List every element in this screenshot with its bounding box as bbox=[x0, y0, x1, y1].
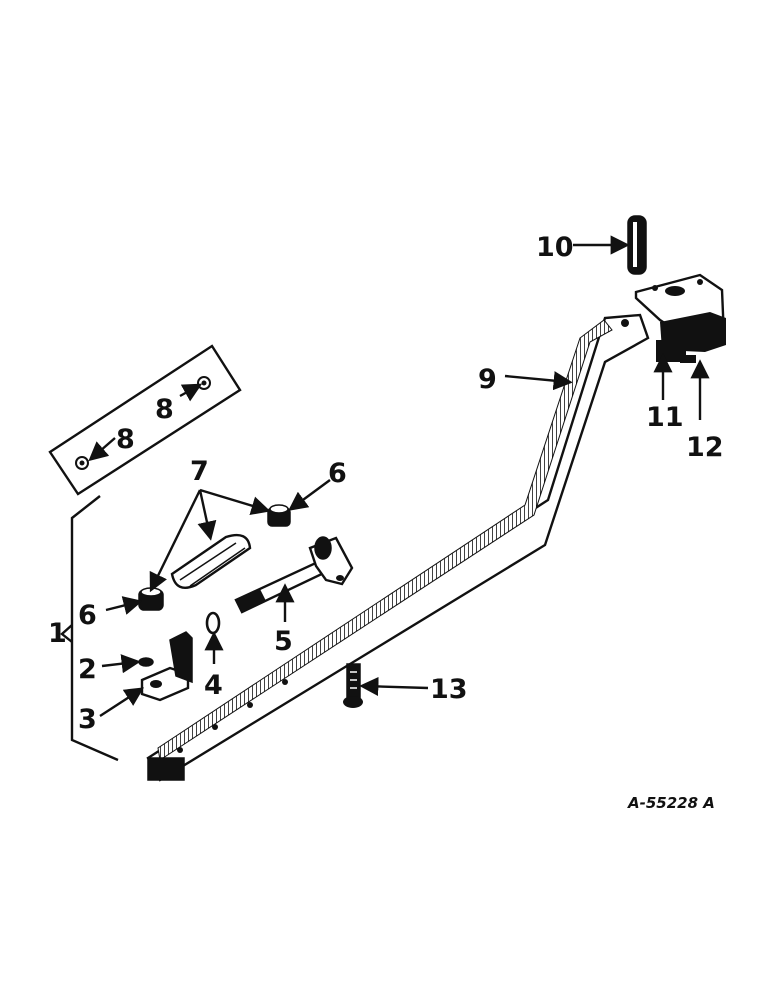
callout-8-lower: 8 bbox=[116, 424, 135, 455]
pin bbox=[627, 215, 647, 275]
callout-7: 7 bbox=[190, 456, 209, 487]
callout-6-lower: 6 bbox=[78, 600, 97, 631]
lever-shaft bbox=[234, 536, 354, 614]
nut-kit-box bbox=[48, 344, 242, 496]
callout-13: 13 bbox=[430, 674, 468, 705]
knob-upper bbox=[267, 504, 291, 527]
callout-1: 1 bbox=[48, 618, 67, 649]
bolt bbox=[343, 663, 363, 708]
callout-10: 10 bbox=[536, 232, 574, 263]
knob-lower bbox=[138, 587, 164, 611]
assembly-bracket bbox=[60, 495, 119, 762]
callout-5: 5 bbox=[274, 626, 293, 657]
callout-11: 11 bbox=[646, 402, 684, 433]
leader-lines bbox=[88, 235, 710, 718]
callout-9: 9 bbox=[478, 364, 497, 395]
callout-3: 3 bbox=[78, 704, 97, 735]
callout-4: 4 bbox=[204, 670, 223, 701]
figure-code: A-55228 A bbox=[627, 794, 715, 812]
callout-8-upper: 8 bbox=[155, 394, 174, 425]
handle-grip bbox=[170, 533, 252, 589]
callout-12: 12 bbox=[686, 432, 724, 463]
ring bbox=[205, 611, 221, 635]
swivel-bracket bbox=[634, 273, 726, 363]
callout-2: 2 bbox=[78, 654, 97, 685]
drawbar bbox=[146, 313, 650, 782]
cotter-pin bbox=[138, 657, 154, 667]
callout-6-upper: 6 bbox=[328, 458, 347, 489]
